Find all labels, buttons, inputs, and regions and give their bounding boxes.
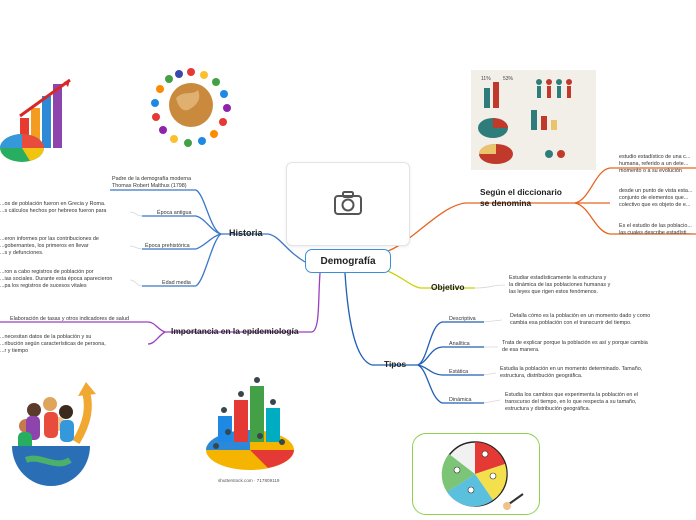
detail-line: las leyes que rigen estos fenómenos.: [509, 289, 598, 296]
pie-people-frame: [412, 433, 540, 515]
historia-edad-media-label: Edad media: [162, 280, 191, 286]
historia-prehistorica-detail[interactable]: ...eron informes por las contribuciones …: [0, 236, 130, 258]
bar-pie-chart-illustration: [0, 78, 71, 162]
detail-line: estudio estadístico de una c...: [619, 154, 691, 160]
objetivo-text[interactable]: Estudiar estadísticamente la estructura …: [509, 275, 644, 297]
detail-line: ...os de población fueron en Grecia y Ro…: [0, 201, 106, 207]
historia-edad-media[interactable]: Edad media: [162, 280, 191, 287]
topic-segun-label-line: Según el diccionario: [480, 187, 562, 197]
tipo-analitica-label: Analítica: [449, 341, 470, 347]
detail-line: ...s y defunciones.: [0, 250, 44, 257]
historia-padre[interactable]: Padre de la demografía moderna Thomas Ro…: [112, 176, 202, 190]
detail-line: estructura, distribución geográfica.: [500, 373, 583, 380]
topic-epidemiologia[interactable]: Importancia en la epidemiología: [171, 326, 299, 336]
detail-line: ...eron informes por las contribuciones …: [0, 236, 99, 242]
tipo-analitica[interactable]: Analítica: [449, 341, 470, 348]
detail-line: transcurso del tiempo, en lo que respect…: [505, 399, 637, 406]
historia-epoca-prehistorica[interactable]: Época prehistórica: [145, 243, 190, 250]
historia-epoca-prehistorica-label: Época prehistórica: [145, 243, 190, 249]
topic-historia[interactable]: Historia: [229, 228, 263, 238]
historia-antigua-detail[interactable]: ...os de población fueron en Grecia y Ro…: [0, 201, 130, 215]
tipo-dinamica[interactable]: Dinámica: [449, 397, 471, 404]
crowd-pie-chart-illustration: [206, 377, 294, 470]
detail-line: ...r y tiempo: [0, 348, 29, 355]
topic-tipos-label: Tipos: [384, 359, 407, 369]
detail-line: Es el estudio de las poblacio...: [619, 223, 692, 229]
detail-line: Detalla cómo es la población en un momen…: [510, 313, 651, 319]
detail-line: estructura y distribución geográfica.: [505, 406, 591, 413]
epidemiologia-item-tasas[interactable]: Elaboración de tasas y otros indicadores…: [10, 316, 129, 323]
tipo-estatica-text[interactable]: Estudia la población en un momento deter…: [500, 366, 680, 380]
detail-line: ...ribución según características de per…: [0, 341, 106, 348]
detail-line: las cuales describe estadísti...: [619, 230, 691, 237]
pie-people-illustration: [441, 441, 524, 510]
detail-line: ...gobernantes, los primeros en llevar: [0, 243, 89, 250]
segun-item-3[interactable]: Es el estudio de las poblacio... las cua…: [619, 223, 696, 237]
detail-line: Trata de explicar porque la población es…: [502, 340, 648, 346]
topic-segun-diccionario[interactable]: Según el diccionario se denomina: [480, 187, 562, 209]
detail-line: humana, referido a un dete...: [619, 161, 689, 168]
people-bowl-illustration: [12, 382, 96, 486]
tipo-descriptiva[interactable]: Descriptiva: [449, 316, 476, 323]
detail-line: ...pa los registros de sucesos vitales: [0, 283, 87, 290]
segun-item-2[interactable]: desde un punto de vista esta... conjunto…: [619, 188, 696, 210]
detail-line: Estudiar estadísticamente la estructura …: [509, 275, 607, 281]
tipo-estatica-label: Estática: [449, 369, 469, 375]
detail-line: la dinámica de las poblaciones humanas y: [509, 282, 611, 289]
detail-line: ...s cálculos hechos por hebreos fueron …: [0, 208, 107, 215]
historia-epoca-antigua-label: Época antigua: [157, 210, 192, 216]
detail-line: colectivo que es objeto de e...: [619, 202, 691, 209]
detail-line: ...ias sociales. Durante esta época apar…: [0, 276, 113, 283]
topic-historia-label: Historia: [229, 228, 263, 238]
detail-line: conjunto de elementos que...: [619, 195, 689, 202]
chart-label-b: 53%: [503, 76, 514, 82]
chart-label-a: 11%: [481, 76, 491, 82]
detail-line: momento o a su evolución: [619, 168, 682, 175]
detail-line: Estudia los cambios que experimenta la p…: [505, 392, 639, 398]
tipo-analitica-text[interactable]: Trata de explicar porque la población es…: [502, 340, 687, 354]
detail-line: Estudia la población en un momento deter…: [500, 366, 643, 372]
epidemiologia-item-datos[interactable]: ...necesitan datos de la población y su …: [0, 334, 140, 356]
detail-line: cambia esa población con el transcurrir …: [510, 320, 632, 327]
topic-objetivo[interactable]: Objetivo: [431, 282, 465, 292]
topic-epidemiologia-label: Importancia en la epidemiología: [171, 326, 299, 336]
topic-objetivo-label: Objetivo: [431, 282, 465, 292]
central-topic-label: Demografía: [320, 255, 376, 267]
tipo-descriptiva-text[interactable]: Detalla cómo es la población en un momen…: [510, 313, 690, 327]
shutterstock-caption: shutterstock.com · 717809119: [218, 478, 280, 483]
historia-padre-label: Padre de la demografía moderna Thomas Ro…: [112, 176, 192, 190]
historia-epoca-antigua[interactable]: Época antigua: [157, 210, 191, 217]
detail-line: de esa manera.: [502, 347, 540, 354]
topic-tipos[interactable]: Tipos: [384, 359, 406, 369]
image-placeholder-card[interactable]: [286, 162, 410, 246]
tipo-descriptiva-label: Descriptiva: [449, 316, 476, 322]
tipo-dinamica-label: Dinámica: [449, 397, 472, 403]
central-topic[interactable]: Demografía: [305, 249, 391, 273]
segun-item-1[interactable]: estudio estadístico de una c... humana, …: [619, 154, 696, 176]
topic-segun-label-line: se denomina: [480, 198, 532, 208]
epidemiologia-item-tasas-label: Elaboración de tasas y otros indicadores…: [10, 316, 129, 322]
camera-icon: [334, 191, 362, 215]
globe-people-illustration: [151, 68, 231, 147]
detail-line: desde un punto de vista esta...: [619, 188, 693, 194]
detail-line: ...necesitan datos de la población y su: [0, 334, 92, 340]
population-infographic-illustration: 11% 53%: [471, 70, 596, 170]
tipo-dinamica-text[interactable]: Estudia los cambios que experimenta la p…: [505, 392, 685, 414]
historia-edad-media-detail[interactable]: ...ron a cabo registros de población por…: [0, 269, 132, 291]
tipo-estatica[interactable]: Estática: [449, 369, 468, 376]
detail-line: ...ron a cabo registros de población por: [0, 269, 94, 275]
